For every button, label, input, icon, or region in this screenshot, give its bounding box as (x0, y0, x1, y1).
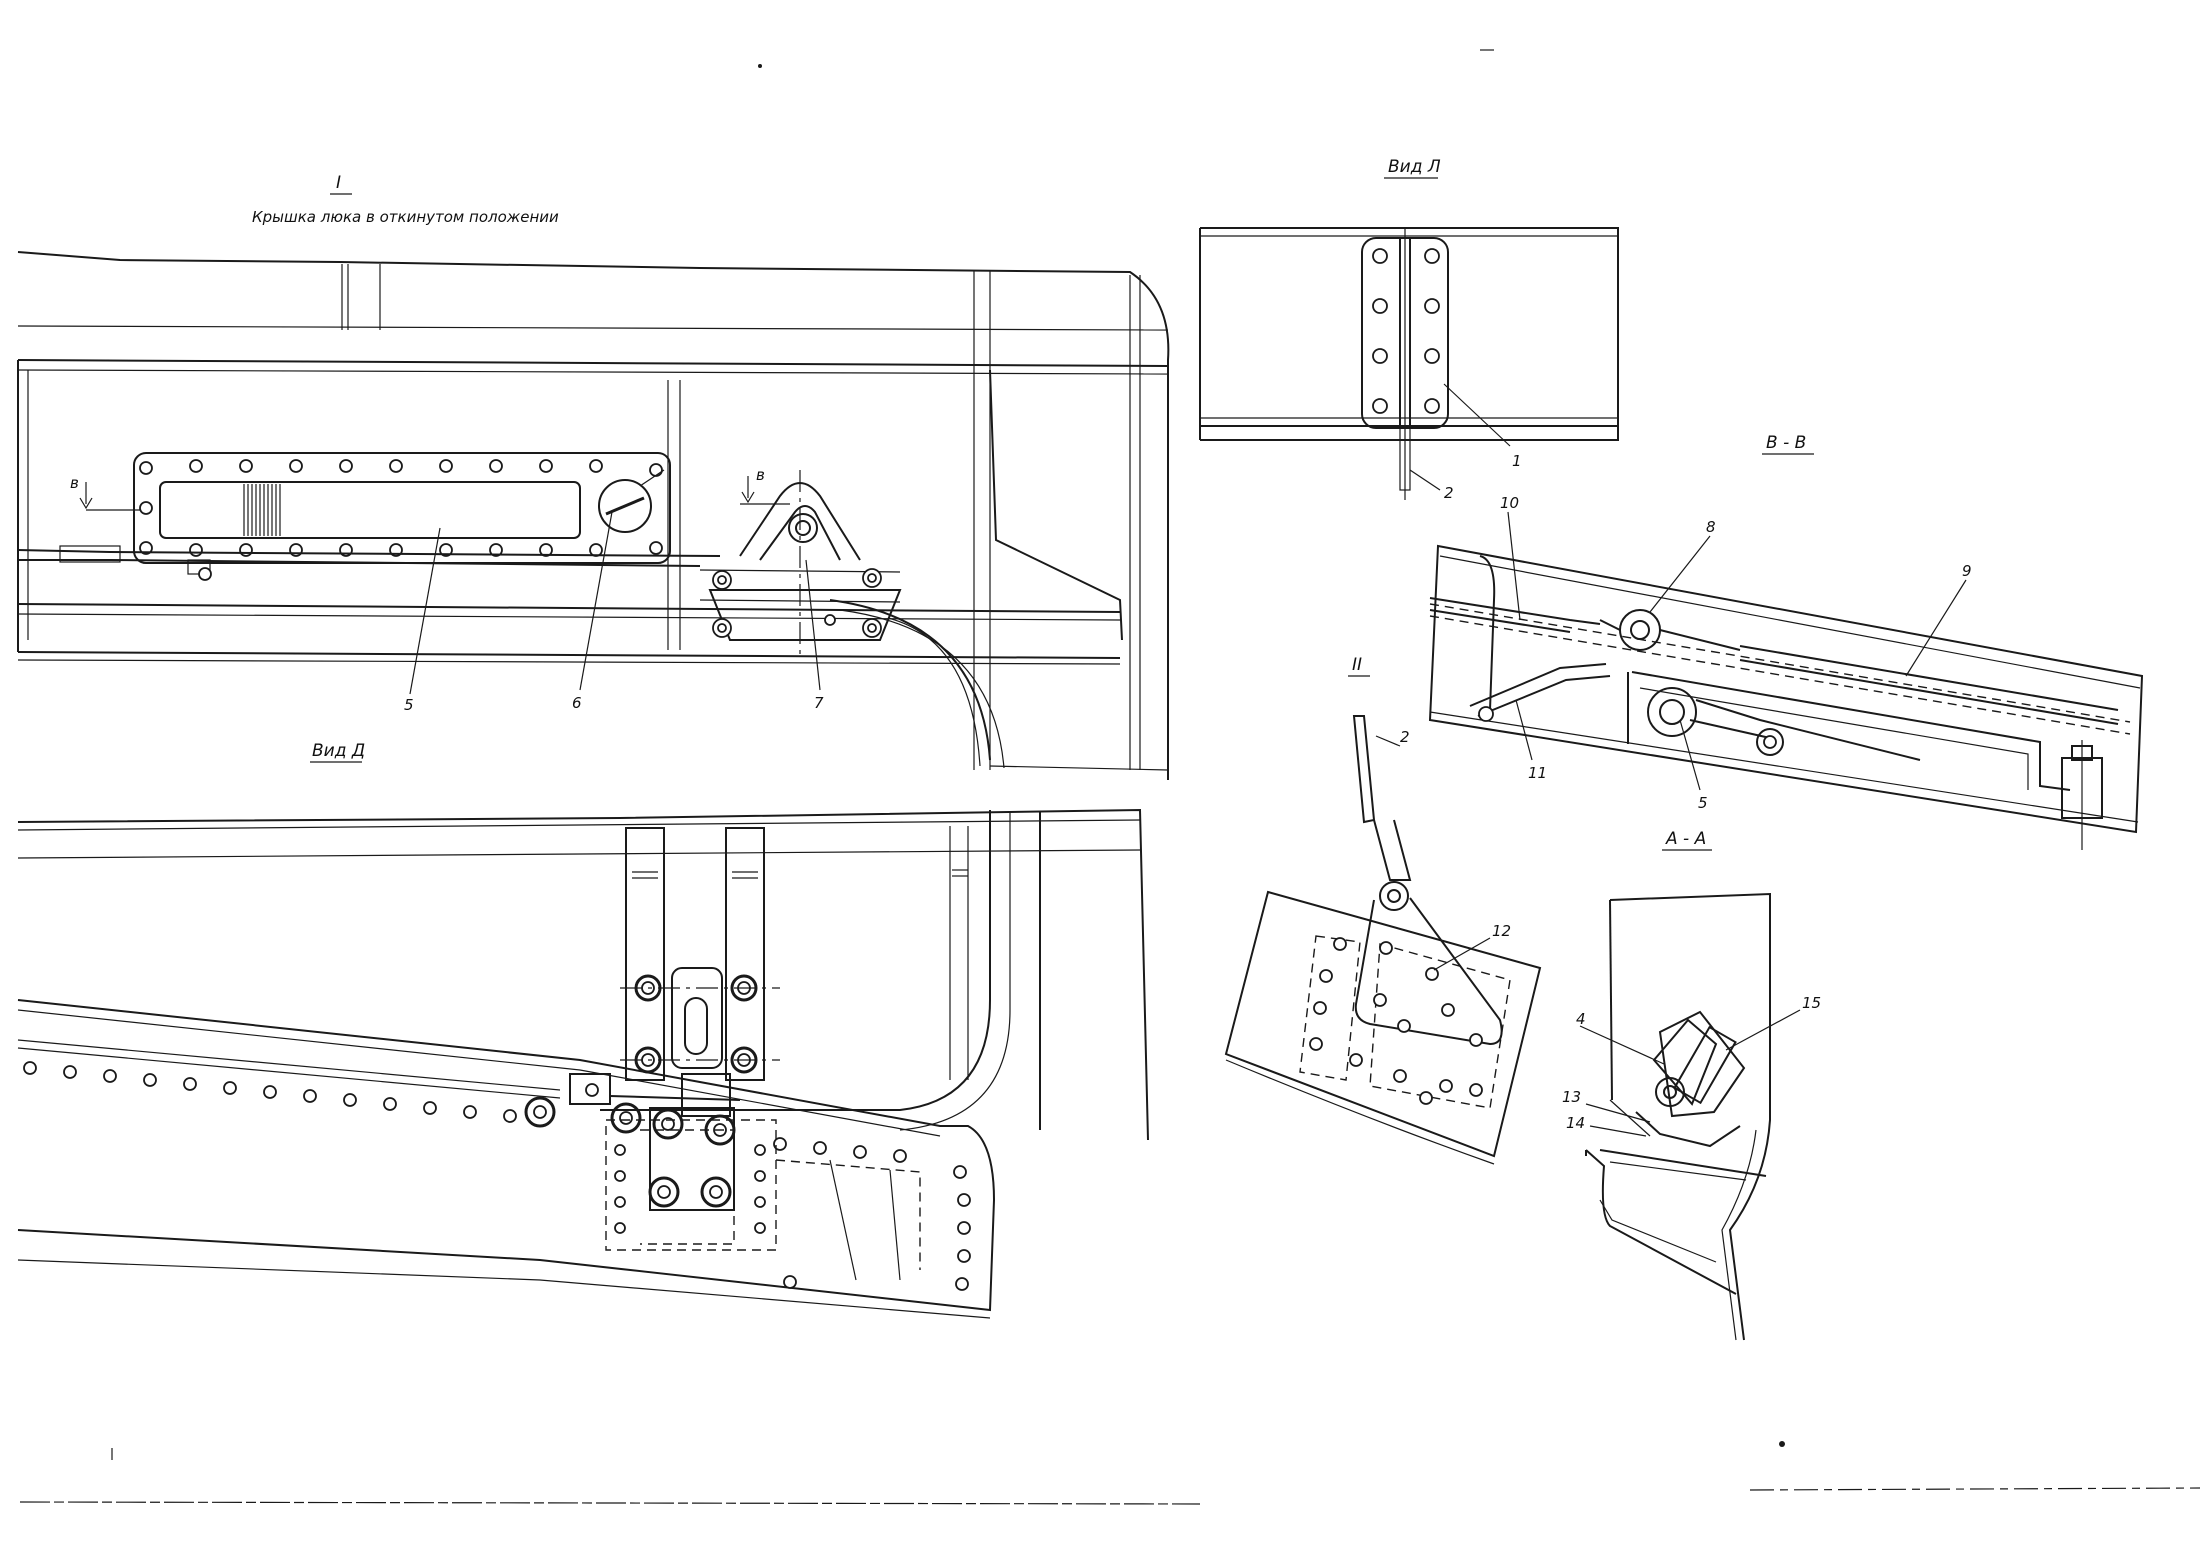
callout-aa-15: 15 (1802, 994, 1821, 1012)
callout-vv-5: 5 (1698, 794, 1708, 812)
view-d: Вид Д (17, 741, 1149, 1319)
callout-vv-10: 10 (1500, 494, 1519, 512)
callout-i-5: 5 (404, 696, 414, 714)
section-arrow-icon (740, 476, 790, 505)
inspection-window (598, 479, 652, 533)
callout-ii-12: 12 (1492, 922, 1511, 940)
rivet-holes-cover (139, 459, 663, 557)
callout-ii-2: 2 (1400, 728, 1410, 746)
view-ii: II 2 12 (1224, 655, 1542, 1165)
callout-vv-8: 8 (1706, 518, 1716, 536)
callout-l-1: 1 (1512, 452, 1522, 470)
callout-vv-9: 9 (1962, 562, 1972, 580)
section-aa-title: А - А (1665, 829, 1706, 849)
view-ii-numeral: II (1352, 655, 1362, 675)
section-vv-title: В - В (1766, 433, 1806, 453)
callout-i-6: 6 (572, 694, 582, 712)
rivet-holes-ii (1309, 937, 1483, 1105)
hinge-grille (243, 484, 281, 536)
callout-aa-13: 13 (1562, 1088, 1581, 1106)
callout-l-2: 2 (1444, 484, 1454, 502)
callout-vv-11: 11 (1528, 764, 1547, 782)
view-i-caption: Крышка люка в откинутом положении (252, 208, 559, 226)
view-i-numeral: I (336, 173, 341, 193)
section-mark-v-right: в (756, 466, 765, 484)
callout-i-7: 7 (814, 694, 824, 712)
callout-aa-4: 4 (1576, 1010, 1586, 1028)
view-l-title: Вид Л (1388, 157, 1441, 177)
rivet-row-door (23, 1061, 971, 1291)
bolt-icon (2061, 740, 2103, 850)
hinge-straps (620, 827, 780, 1081)
view-d-title: Вид Д (312, 741, 365, 761)
view-l: Вид Л 1 2 (1199, 157, 1619, 502)
view-i-hatch-cover-open: I Крышка люка в откинутом положении (17, 173, 1170, 780)
callout-aa-14: 14 (1566, 1114, 1585, 1132)
section-a-a: А - А 4 15 13 14 (1562, 829, 1821, 1341)
sheet-border-marks (19, 49, 2201, 1505)
hinge-bracket-7 (699, 470, 902, 660)
section-arrow-icon (79, 482, 140, 511)
door-hinge-fitting (524, 1073, 921, 1281)
section-v-v: В - В 10 8 (1428, 433, 2144, 850)
section-mark-v-left: в (70, 474, 79, 492)
rivet-holes-hinge-l (1372, 248, 1440, 414)
